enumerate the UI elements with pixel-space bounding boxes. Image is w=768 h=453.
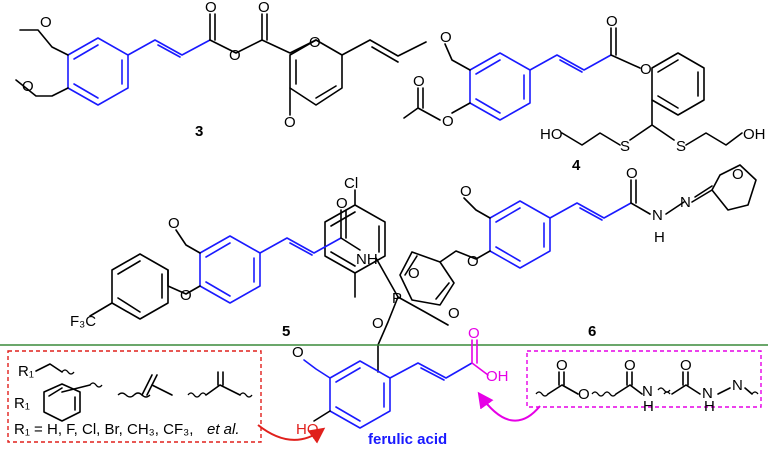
atom-label: O bbox=[40, 14, 52, 31]
atom-label: S bbox=[676, 138, 686, 155]
linker-atoms: O O O N H O N N H bbox=[556, 357, 743, 415]
compound-5-atoms: Cl O O O NH P O O O F₃C bbox=[70, 175, 460, 332]
atom-label: H bbox=[654, 229, 665, 246]
atom-label: HO bbox=[540, 126, 563, 143]
atom-label: P bbox=[392, 290, 402, 307]
linker-box bbox=[526, 350, 762, 408]
atom-label: O bbox=[336, 195, 348, 212]
atom-label: O bbox=[732, 166, 744, 183]
r1-ring-label: R₁ bbox=[14, 395, 30, 412]
r1-et-al: et al. bbox=[207, 421, 240, 438]
atom-label: H bbox=[704, 398, 715, 415]
atom-label: O bbox=[284, 114, 296, 131]
compound-label-3: 3 bbox=[195, 123, 203, 140]
compound-3-atoms: O O O O O O O bbox=[22, 0, 321, 131]
compound-3-structure bbox=[15, 13, 427, 116]
atom-label: N bbox=[652, 207, 663, 224]
atom-label: O bbox=[448, 305, 460, 322]
atom-label: O bbox=[258, 0, 270, 16]
atom-label: O bbox=[460, 183, 472, 200]
compound-label-6: 6 bbox=[588, 323, 596, 340]
atom-label: O bbox=[578, 386, 590, 403]
compound-4-structure bbox=[403, 27, 743, 146]
atom-label: O bbox=[372, 315, 384, 332]
substituent-box bbox=[7, 350, 262, 443]
ferulic-acid-structure bbox=[303, 339, 489, 429]
atom-label: O bbox=[408, 265, 420, 282]
atom-label: F₃C bbox=[70, 313, 96, 330]
atom-label: Cl bbox=[344, 175, 358, 192]
atom-label: O bbox=[413, 73, 425, 90]
atom-label: O bbox=[309, 34, 321, 51]
atom-label: S bbox=[620, 138, 630, 155]
acid-oh: OH bbox=[486, 368, 509, 385]
atom-label: O bbox=[606, 13, 618, 30]
r1-definition: R₁ = H, F, Cl, Br, CH₃, CF₃, bbox=[14, 421, 193, 438]
atom-label: O bbox=[229, 47, 241, 64]
atom-label: O bbox=[680, 357, 692, 374]
atom-label: O bbox=[624, 357, 636, 374]
atom-label: OH bbox=[743, 126, 766, 143]
atom-label: O bbox=[626, 165, 638, 182]
atom-label: O bbox=[180, 287, 192, 304]
compound-label-4: 4 bbox=[572, 157, 581, 174]
atom-label: NH bbox=[356, 251, 378, 268]
atom-label: O bbox=[442, 113, 454, 130]
carbonyl-oxygen: O bbox=[468, 325, 480, 342]
atom-label: O bbox=[22, 78, 34, 95]
arrow-to-hydroxy bbox=[257, 424, 326, 444]
substituent-structures bbox=[35, 363, 253, 422]
compound-5-structure bbox=[89, 189, 449, 373]
atom-label: O bbox=[168, 215, 180, 232]
ferulic-acid-name: ferulic acid bbox=[368, 431, 447, 448]
atom-label: H bbox=[643, 398, 654, 415]
arrow-to-acid bbox=[477, 391, 541, 422]
linker-structures bbox=[535, 371, 759, 397]
atom-label: O bbox=[440, 29, 452, 46]
atom-label: O bbox=[640, 61, 652, 78]
compound-label-5: 5 bbox=[282, 323, 290, 340]
atom-label: O bbox=[467, 253, 479, 270]
atom-label: O bbox=[205, 0, 217, 16]
compound-6-structure bbox=[399, 164, 757, 306]
compound-6-atoms: O O O N H N O bbox=[460, 165, 744, 270]
atom-label: N bbox=[732, 377, 743, 394]
r1-label: R₁ bbox=[18, 363, 34, 380]
compound-4-atoms: O O O O O HO S S OH bbox=[413, 13, 766, 155]
atom-label: N bbox=[702, 385, 713, 402]
atom-label: O bbox=[556, 357, 568, 374]
atom-label: N bbox=[680, 194, 691, 211]
methoxy-oxygen: O bbox=[292, 344, 304, 361]
atom-label: N bbox=[642, 383, 653, 400]
